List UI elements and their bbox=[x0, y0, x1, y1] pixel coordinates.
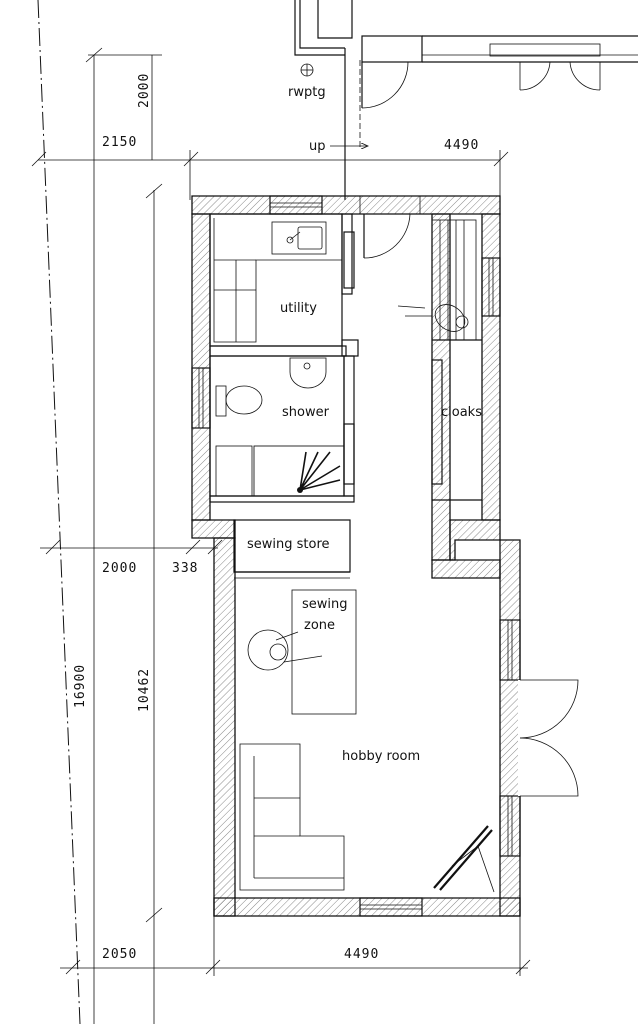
shower-tray-icon bbox=[215, 445, 345, 497]
worktop bbox=[213, 218, 342, 343]
room-label-utility: utility bbox=[280, 301, 317, 316]
dim-overall-16900: 16900 bbox=[73, 664, 88, 708]
person-walking-icon bbox=[397, 304, 469, 332]
up-label: up bbox=[309, 139, 326, 154]
window-icon bbox=[191, 195, 521, 917]
dimension-lines bbox=[31, 47, 531, 1024]
sewing-table bbox=[291, 589, 357, 715]
room-label-sewing-store: sewing store bbox=[247, 537, 330, 552]
dim-top-left-2150: 2150 bbox=[102, 135, 137, 150]
existing-house bbox=[294, 0, 638, 200]
dim-top-width-4490: 4490 bbox=[444, 138, 479, 153]
room-label-sewing-zone-2: zone bbox=[304, 618, 335, 633]
room-label-sewing-zone-1: sewing bbox=[302, 597, 348, 612]
dim-top-left-2000: 2000 bbox=[137, 73, 152, 108]
dim-height-10462: 10462 bbox=[137, 668, 152, 712]
person-seated-icon bbox=[247, 629, 323, 671]
site-boundary bbox=[37, 0, 361, 1024]
dim-bottom-left-2050: 2050 bbox=[102, 947, 137, 962]
room-label-hobby-room: hobby room bbox=[342, 749, 420, 764]
basin-icon bbox=[289, 357, 327, 389]
door-swing-icon bbox=[359, 195, 579, 797]
rainwater-pipe-icon bbox=[300, 63, 314, 77]
sink-icon bbox=[271, 221, 327, 255]
dim-mid-338: 338 bbox=[172, 561, 198, 576]
rwptg-label: rwptg bbox=[288, 85, 326, 100]
dim-mid-2000: 2000 bbox=[102, 561, 137, 576]
dim-bottom-width-4490: 4490 bbox=[344, 947, 379, 962]
sofa-icon bbox=[239, 743, 345, 891]
easel-icon bbox=[433, 825, 495, 893]
outer-walls bbox=[191, 195, 521, 917]
room-label-cloaks: cloaks bbox=[441, 405, 482, 420]
toilet-icon bbox=[215, 385, 263, 417]
room-label-shower: shower bbox=[282, 405, 330, 420]
